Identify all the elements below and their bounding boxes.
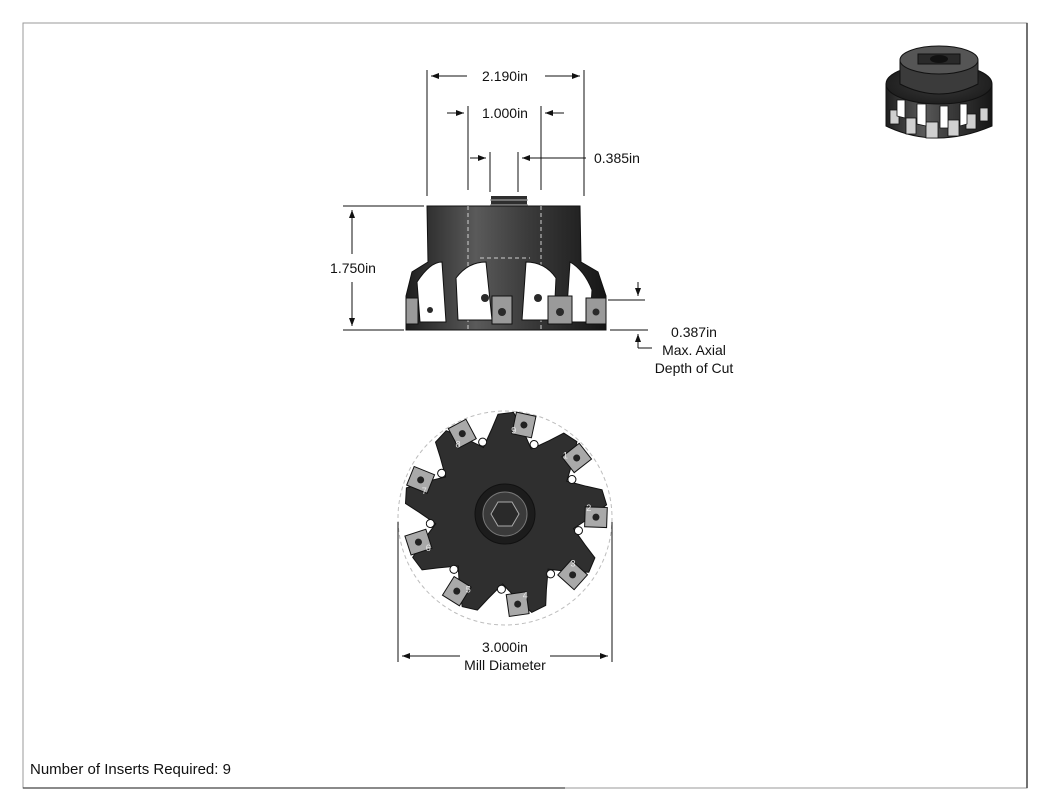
axial-depth-line1: Max. Axial bbox=[662, 342, 726, 358]
diameter-value: 3.000in bbox=[482, 639, 528, 655]
diameter-dimension bbox=[397, 522, 613, 662]
insert-number: 8 bbox=[455, 439, 460, 449]
side-dimension-labels: 2.190in 1.000in 0.385in 1.750in 0.387in … bbox=[330, 68, 733, 376]
insert-number: 3 bbox=[570, 558, 575, 568]
insert-pocket bbox=[441, 564, 472, 607]
insert-number: 4 bbox=[523, 591, 528, 601]
side-dimensions bbox=[343, 70, 652, 349]
insert-number: 5 bbox=[466, 585, 471, 595]
insert-number: 2 bbox=[586, 503, 591, 513]
insert-pocket bbox=[496, 584, 530, 617]
hub-diameter-label: 1.000in bbox=[482, 105, 528, 121]
isometric-thumbnail bbox=[885, 45, 993, 139]
side-view bbox=[405, 196, 607, 331]
thread-diameter-label: 0.385in bbox=[594, 150, 640, 166]
insert-pocket bbox=[573, 506, 608, 536]
insert-number: 7 bbox=[422, 486, 427, 496]
overall-width-label: 2.190in bbox=[482, 68, 528, 84]
axial-depth-value: 0.387in bbox=[671, 324, 717, 340]
sheet-border bbox=[22, 22, 1028, 789]
insert-number-labels: 9 1 2 3 4 5 6 7 8 bbox=[422, 426, 592, 601]
insert-pocket bbox=[447, 418, 488, 449]
inserts-side bbox=[405, 295, 607, 325]
insert-pocket bbox=[511, 411, 539, 450]
insert-number: 1 bbox=[563, 451, 568, 461]
diameter-label: Mill Diameter bbox=[464, 657, 546, 673]
insert-pocket bbox=[404, 519, 435, 556]
insert-number: 6 bbox=[426, 543, 431, 553]
insert-pocket bbox=[406, 465, 447, 494]
height-label: 1.750in bbox=[330, 260, 376, 276]
hex-socket bbox=[490, 501, 520, 527]
insert-pocket bbox=[561, 442, 593, 484]
axial-depth-line2: Depth of Cut bbox=[655, 360, 734, 376]
insert-pocket bbox=[546, 559, 589, 591]
top-view: 9 1 2 3 4 5 6 7 8 bbox=[397, 410, 613, 626]
insert-number: 9 bbox=[511, 426, 516, 436]
inserts-required-note: Number of Inserts Required: 9 bbox=[30, 761, 231, 778]
